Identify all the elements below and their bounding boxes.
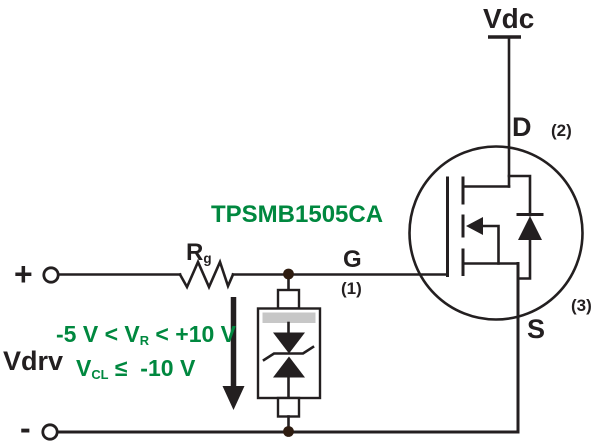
clamp-voltage-subscript: CL	[91, 366, 109, 382]
mosfet-body-arrow-icon	[466, 217, 483, 235]
source-and-return-wire	[55, 262, 520, 434]
drain-label: D	[512, 112, 532, 142]
tvs-cathode-band	[262, 312, 316, 323]
vdc-label: Vdc	[483, 3, 535, 34]
gate-pin-number: (1)	[341, 279, 362, 298]
body-diode-triangle-icon	[518, 216, 542, 240]
gate-label: G	[343, 246, 362, 273]
part-number-label: TPSMB1505CA	[211, 201, 384, 228]
drain-pin-number: (2)	[551, 121, 572, 140]
tvs-zener-bar-icon	[262, 345, 315, 362]
resistor-zigzag-icon	[178, 258, 235, 291]
clamp-voltage-pre: V	[76, 355, 92, 381]
tvs-bottom-lead	[276, 396, 301, 418]
body-diode-top-lead	[507, 174, 532, 217]
tvs-triangle-up-icon	[273, 356, 305, 378]
resistor-name: R	[186, 239, 204, 266]
gate-junction-dot	[283, 268, 294, 280]
reverse-voltage-post: < +10 V	[149, 321, 237, 347]
positive-terminal-icon	[42, 266, 60, 284]
plus-sign: +	[14, 256, 33, 292]
tvs-triangle-down-icon	[273, 332, 305, 354]
gate-resistor-label: Rg	[186, 239, 212, 266]
negative-terminal-icon	[41, 423, 59, 441]
source-label: S	[527, 314, 546, 344]
reverse-voltage-pre: -5 V < V	[56, 321, 140, 347]
mosfet-body-leg	[481, 224, 500, 265]
reverse-voltage-subscript: R	[139, 332, 150, 348]
resistor-subscript: g	[203, 250, 212, 266]
vdrv-label: Vdrv	[3, 346, 64, 376]
return-junction-dot	[283, 426, 294, 437]
body-diode-bottom-lead	[516, 237, 532, 280]
mosfet-circle	[408, 145, 584, 321]
minus-sign: -	[20, 410, 31, 446]
source-pin-number: (3)	[571, 296, 592, 315]
tvs-top-lead	[276, 288, 301, 310]
clamp-voltage-post: ≤ -10 V	[108, 355, 196, 381]
reverse-voltage-note: -5 V < VR < +10 V	[56, 323, 236, 348]
clamp-voltage-note: VCL ≤ -10 V	[76, 357, 195, 382]
current-arrow-head-icon	[222, 386, 245, 410]
